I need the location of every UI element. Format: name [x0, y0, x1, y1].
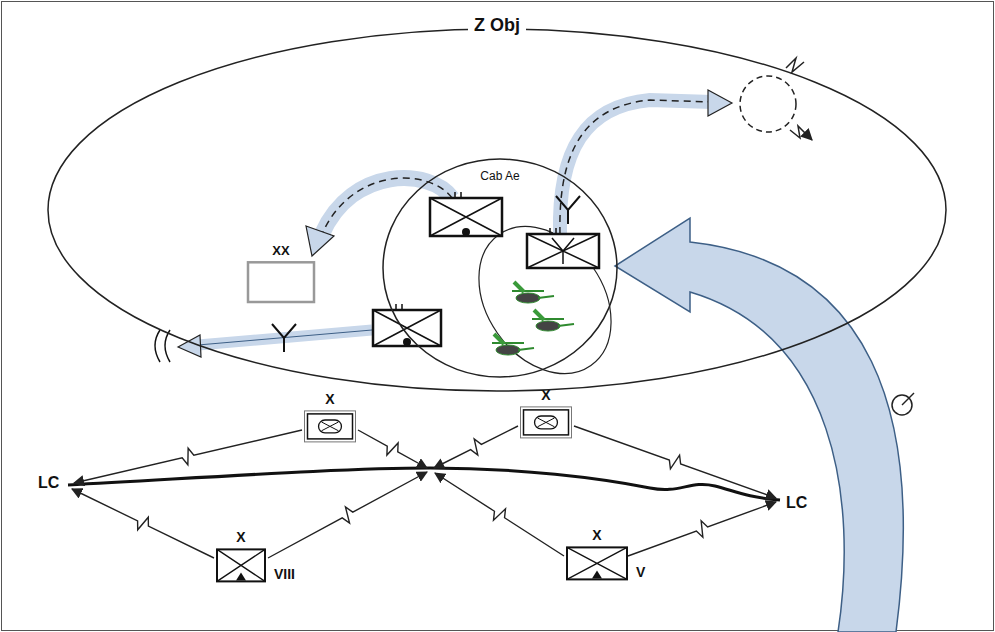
- helicopter-icons: [518, 348, 534, 350]
- node-heading: Z Obj: [468, 16, 526, 36]
- attack-arrow: [435, 473, 564, 556]
- phase-line-label: LC: [38, 474, 59, 492]
- dashed-raid-arrow: [560, 100, 712, 234]
- attack-arrow: [72, 489, 214, 558]
- helicopter-icons: [492, 342, 524, 344]
- blocking-arrow: [272, 324, 296, 352]
- battalion-symbol: [455, 192, 461, 198]
- battalion-symbol: [527, 234, 599, 268]
- unit-box: [305, 411, 356, 442]
- attack-arrow: [268, 472, 427, 558]
- battalion-symbol: [403, 338, 411, 346]
- battalion-symbol: [552, 238, 574, 264]
- blocking-arrow: [155, 330, 170, 362]
- attack-arrow: [74, 430, 302, 483]
- dashed-raid-arrow: [740, 76, 796, 132]
- battalion-symbol: [550, 228, 556, 234]
- helicopter-icons: [532, 310, 574, 331]
- node-outline: [382, 158, 618, 378]
- attack-arrow: [628, 502, 776, 556]
- dashed-attack-arrow: [306, 226, 334, 256]
- air-assault-arrow: [902, 393, 914, 405]
- unit-number: VIII: [274, 567, 295, 582]
- brigade-symbol: X: [302, 392, 358, 444]
- battalion-symbol: [373, 304, 441, 346]
- helicopter-icons: [492, 334, 534, 355]
- air-assault-area: Cab Ae: [382, 158, 618, 378]
- battalion-symbol: [373, 310, 441, 346]
- helicopter-icons: [558, 324, 574, 326]
- battalion-symbol: [430, 198, 502, 236]
- battalion-symbol: [430, 192, 502, 236]
- unit-box: [217, 549, 265, 581]
- division-symbol: XX: [246, 244, 316, 304]
- unit-number: V: [636, 565, 645, 580]
- air-assault-arrow: [615, 218, 903, 632]
- dashed-raid-arrow: [708, 90, 732, 116]
- attack-arrow: [358, 430, 427, 468]
- brigade-symbol: X: [518, 388, 574, 440]
- dashed-raid-arrow: [556, 196, 580, 224]
- node-heading: X: [236, 530, 245, 545]
- helicopter-icons: [516, 293, 540, 303]
- battalion-symbol: [527, 228, 599, 268]
- objective-area: Z ObjCab AeXX: [47, 28, 947, 392]
- battalion-symbol: [373, 310, 441, 346]
- attack-arrow: [574, 426, 776, 498]
- battalion-symbol: [462, 228, 470, 236]
- unit-box: [521, 407, 572, 438]
- helicopter-icons: [514, 282, 524, 292]
- helicopter-icons: [534, 310, 544, 320]
- helicopter-icons: [512, 290, 544, 292]
- battalion-symbol: [430, 198, 502, 236]
- helicopter-icons: [492, 282, 574, 355]
- helicopter-icons: [538, 296, 554, 298]
- node-heading: X: [541, 388, 550, 403]
- brigade-attack-arrows: [72, 426, 776, 558]
- brigade-symbol: X VIII: [214, 530, 324, 584]
- node-heading: X: [592, 528, 601, 543]
- air-assault-arrow: [615, 218, 914, 632]
- phase-line-label: LC: [786, 494, 807, 512]
- battalion-symbol: [527, 234, 599, 268]
- node-heading: Cab Ae: [480, 170, 519, 183]
- dashed-raid-arrow: [790, 126, 812, 140]
- node-heading: X: [325, 392, 334, 407]
- node-outline: [47, 28, 947, 392]
- helicopter-icons: [496, 345, 520, 355]
- dashed-raid-arrow: [786, 58, 804, 72]
- dashed-raid-arrow: [556, 58, 812, 234]
- battalion-symbol: [396, 304, 402, 310]
- node-outline: [214, 530, 324, 584]
- blocking-arrow: [155, 324, 372, 362]
- line-of-contact: [68, 468, 780, 500]
- helicopter-icons: [532, 318, 564, 320]
- helicopter-icons: [494, 334, 504, 344]
- helicopter-icons: [512, 282, 554, 303]
- attack-arrow: [434, 426, 518, 468]
- node-outline: [564, 528, 664, 582]
- brigade-symbol: XV: [564, 528, 664, 582]
- dashed-raid-arrow: [560, 100, 712, 234]
- unit-box: [567, 547, 627, 579]
- helicopter-icons: [536, 321, 560, 331]
- node-heading: XX: [272, 244, 289, 258]
